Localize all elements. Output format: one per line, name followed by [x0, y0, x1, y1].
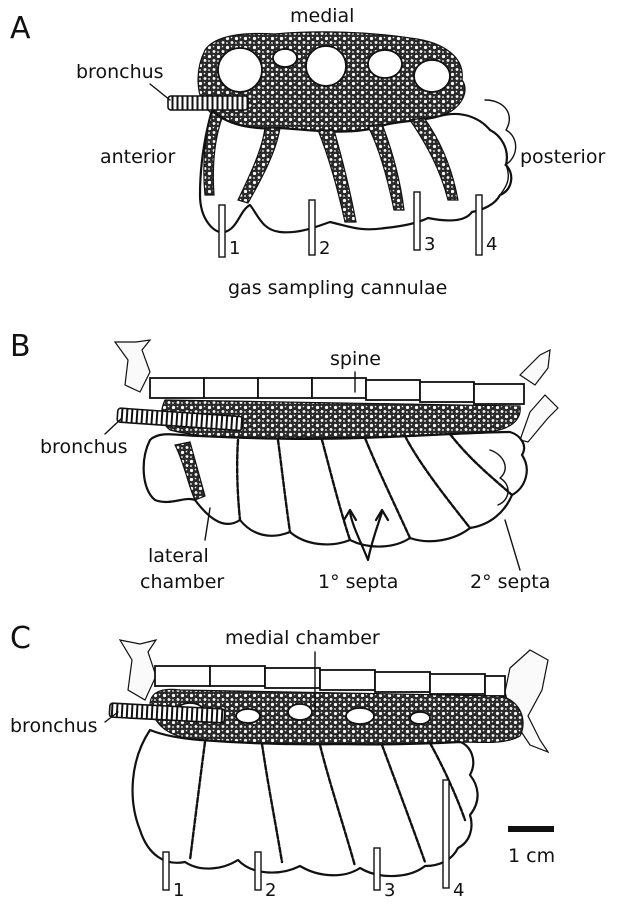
- panel-c-medial-hole-2: [236, 709, 260, 723]
- panel-c-vertebra-3: [265, 668, 320, 688]
- panel-a-cannula-number-1: 1: [229, 238, 240, 259]
- panel-c-letter: C: [10, 621, 31, 656]
- panel-c-cannula-2: [255, 852, 261, 890]
- panel-c-scale-bar: [508, 826, 554, 832]
- panel-a-label-posterior: posterior: [520, 146, 605, 168]
- panel-b-bronchus-leader: [105, 418, 122, 434]
- panel-b: B: [10, 329, 558, 593]
- panel-c-left-bone: [120, 640, 156, 700]
- panel-b-left-bone: [115, 340, 150, 392]
- panel-a-cannula-number-4: 4: [486, 234, 497, 255]
- panel-a-letter: A: [10, 11, 31, 46]
- panel-b-vertebra-6: [420, 382, 474, 402]
- panel-c-vertebra-2: [210, 666, 265, 686]
- panel-a-cannula-number-3: 3: [424, 234, 435, 255]
- panel-a-cannula-number-2: 2: [319, 238, 330, 259]
- panel-c-medial-hole-4: [346, 708, 374, 724]
- panel-a: A 1 2 3 4 medial bronchus anterior: [10, 5, 605, 299]
- panel-a-label-anterior: anterior: [100, 146, 176, 168]
- panel-b-vertebra-1: [150, 378, 204, 398]
- panel-a-medial-chamber-4: [414, 60, 450, 92]
- panel-c-cannula-number-1: 1: [173, 880, 184, 901]
- panel-a-cannula-4: [476, 195, 482, 255]
- panel-a-medial-chamber-3: [368, 50, 402, 78]
- panel-b-label-bronchus: bronchus: [40, 436, 128, 458]
- panel-b-label-spine: spine: [330, 348, 381, 370]
- panel-a-label-cannulae: gas sampling cannulae: [228, 277, 447, 299]
- panel-a-label-medial: medial: [290, 5, 354, 27]
- panel-b-vertebra-4: [312, 378, 366, 398]
- panel-a-bronchus-leader: [150, 84, 170, 100]
- panel-c-vertebra-4: [320, 670, 375, 690]
- panel-a-cannula-1: [219, 205, 225, 257]
- panel-c-medial-hole-5: [410, 712, 430, 724]
- panel-c: C: [10, 621, 555, 901]
- panel-c-cannula-1: [163, 852, 169, 890]
- panel-b-right-bone-upper: [520, 350, 550, 385]
- panel-b-label-lateral: lateral: [148, 545, 209, 567]
- panel-b-secondary-leader: [505, 520, 520, 570]
- panel-c-vertebra-5: [375, 672, 430, 692]
- panel-a-medial-chamber-5: [273, 49, 297, 67]
- panel-c-vertebra-7: [485, 676, 505, 696]
- panel-b-vertebra-3: [258, 378, 312, 398]
- panel-b-label-primary-septa: 1° septa: [318, 571, 398, 593]
- panel-c-label-scale: 1 cm: [508, 845, 555, 867]
- panel-a-label-bronchus: bronchus: [76, 61, 164, 83]
- panel-b-right-bone: [520, 395, 558, 442]
- panel-c-lung-body: [133, 730, 478, 876]
- panel-a-bronchus-tube: [168, 96, 248, 110]
- panel-c-label-bronchus: bronchus: [10, 715, 98, 737]
- panel-b-vertebra-5: [366, 380, 420, 400]
- panel-b-letter: B: [10, 329, 31, 364]
- panel-c-cannula-3: [374, 848, 380, 890]
- panel-a-medial-chamber-2: [306, 46, 346, 86]
- panel-c-cannula-number-4: 4: [453, 880, 464, 901]
- panel-c-cannula-number-3: 3: [384, 880, 395, 901]
- panel-c-vertebra-6: [430, 674, 485, 694]
- panel-c-label-medial-chamber: medial chamber: [225, 627, 380, 649]
- panel-c-vertebra-1: [155, 666, 210, 686]
- panel-c-cannula-number-2: 2: [265, 880, 276, 901]
- panel-b-vertebra-7: [474, 384, 524, 404]
- panel-b-label-secondary-septa: 2° septa: [470, 571, 550, 593]
- panel-b-label-chamber: chamber: [140, 571, 224, 593]
- panel-a-cannula-2: [309, 200, 315, 255]
- panel-c-cannula-4: [443, 780, 449, 888]
- panel-a-medial-chamber-1: [218, 48, 262, 92]
- panel-c-medial-hole-3: [288, 704, 312, 720]
- panel-a-cannula-3: [414, 192, 420, 250]
- panel-b-vertebra-2: [204, 378, 258, 398]
